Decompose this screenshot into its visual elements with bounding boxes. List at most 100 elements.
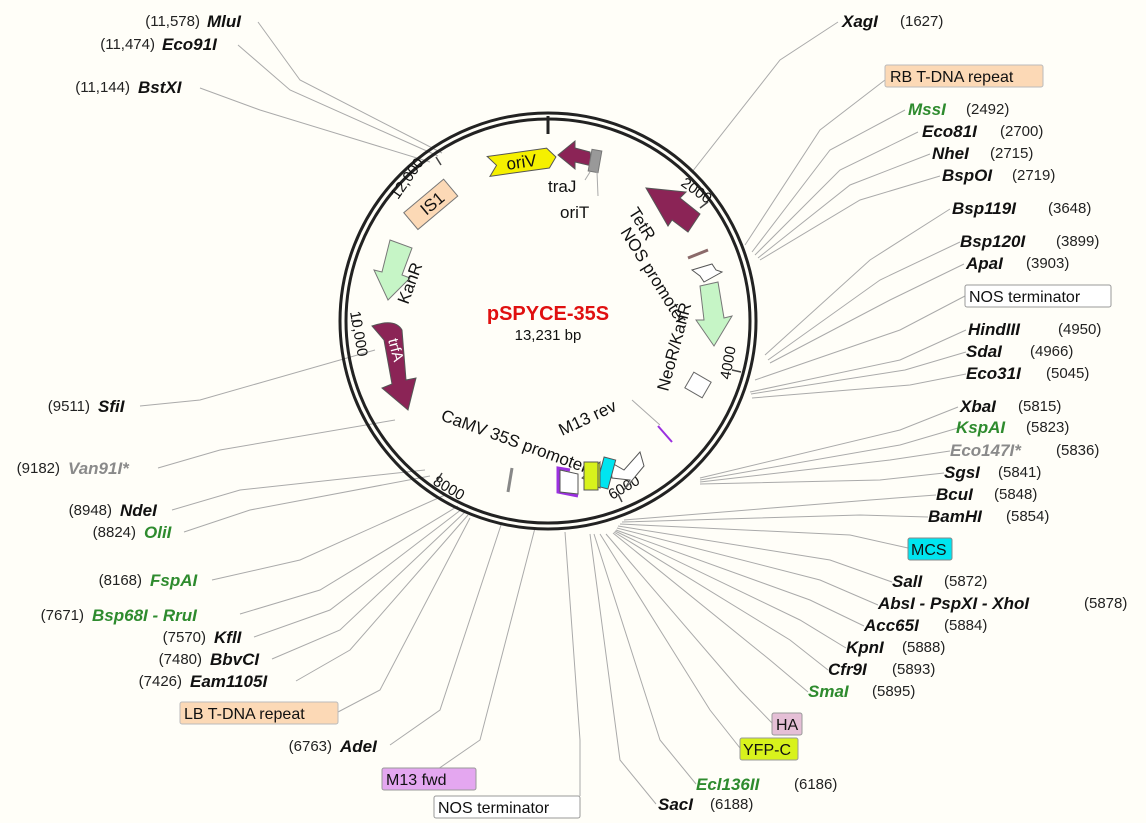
site-position: (2700)	[1000, 123, 1043, 140]
site-position: (5895)	[872, 683, 915, 700]
site-name: BamHI	[928, 507, 983, 526]
site-name: OliI	[144, 523, 173, 542]
site-eco91I[interactable]: (11,474) Eco91I	[100, 35, 218, 54]
traJ-arrow[interactable]	[557, 139, 593, 171]
site-adeI[interactable]: (6763) AdeI	[289, 737, 378, 756]
NeoR-arrow[interactable]	[695, 281, 734, 347]
box-mcs[interactable]: MCS	[907, 537, 953, 561]
oriT-marker[interactable]	[587, 148, 603, 174]
site-name: Bsp120I	[960, 232, 1026, 251]
site-name: Eco147I*	[950, 441, 1022, 460]
site-sgsI[interactable]: SgsI (5841)	[944, 463, 1041, 482]
site-bsp119I[interactable]: Bsp119I (3648)	[952, 199, 1091, 218]
NOS-terminator-bottom-box[interactable]	[559, 469, 579, 495]
site-kpnI[interactable]: KpnI (5888)	[846, 638, 945, 657]
site-sfiI[interactable]: (9511) SfiI	[48, 397, 126, 416]
box-nos-terminator-right[interactable]: NOS terminator	[964, 284, 1112, 308]
site-nheI[interactable]: NheI (2715)	[932, 144, 1033, 163]
site-name: SmaI	[808, 682, 850, 701]
site-van91I[interactable]: (9182) Van91I*	[17, 459, 131, 478]
site-name: SacI	[658, 795, 694, 814]
NOS-promoter-arrow[interactable]	[690, 263, 724, 283]
site-position: (3648)	[1048, 200, 1091, 217]
site-absI[interactable]: AbsI - PspXI - XhoI (5878)	[877, 594, 1127, 613]
site-eco31I[interactable]: Eco31I (5045)	[966, 364, 1089, 383]
site-eco147I[interactable]: Eco147I* (5836)	[950, 441, 1099, 460]
site-bsp68I[interactable]: (7671) Bsp68I - RruI	[41, 606, 198, 625]
site-fspAI[interactable]: (8168) FspAI	[99, 571, 199, 590]
site-name: SgsI	[944, 463, 981, 482]
site-eco81I[interactable]: Eco81I (2700)	[922, 122, 1043, 141]
site-ndeI[interactable]: (8948) NdeI	[69, 501, 158, 520]
trfA-arrow[interactable]	[371, 322, 417, 411]
site-position: (5836)	[1056, 442, 1099, 459]
KanR-arrow[interactable]	[373, 239, 413, 301]
site-name: BcuI	[936, 485, 974, 504]
site-salI[interactable]: SalI (5872)	[892, 572, 987, 591]
oriV-label: oriV	[505, 151, 538, 174]
site-name: Eco91I	[162, 35, 218, 54]
site-name: SfiI	[98, 397, 126, 416]
site-name: ApaI	[965, 254, 1004, 273]
site-ecl136II[interactable]: Ecl136II (6186)	[696, 775, 837, 794]
site-bbvCI[interactable]: (7480) BbvCI	[159, 650, 261, 669]
site-name: MssI	[908, 100, 947, 119]
site-sacI[interactable]: SacI (6188)	[658, 795, 753, 814]
site-sdaI[interactable]: SdaI (4966)	[966, 342, 1073, 361]
TetR-arrow[interactable]	[645, 187, 701, 233]
M13fwd-marker[interactable]	[556, 466, 579, 498]
site-bamHI[interactable]: BamHI (5854)	[928, 507, 1049, 526]
site-name: SdaI	[966, 342, 1003, 361]
site-kflI[interactable]: (7570) KflI	[163, 628, 243, 647]
site-position: (7671)	[41, 607, 84, 624]
site-xbaI[interactable]: XbaI (5815)	[959, 397, 1061, 416]
site-position: (2492)	[966, 101, 1009, 118]
site-bstXI[interactable]: (11,144) BstXI	[75, 78, 182, 97]
box-lb-tdna[interactable]: LB T-DNA repeat	[179, 701, 339, 725]
site-hindIII[interactable]: HindIII (4950)	[968, 320, 1101, 339]
box-label: YFP-C	[743, 742, 791, 759]
site-kspAI[interactable]: KspAI (5823)	[956, 418, 1069, 437]
site-bsp120I[interactable]: Bsp120I (3899)	[960, 232, 1099, 251]
box-label: NOS terminator	[438, 800, 550, 817]
site-name: KpnI	[846, 638, 885, 657]
box-yfp-c[interactable]: YFP-C	[739, 737, 799, 761]
box-label: HA	[776, 717, 799, 734]
site-position: (6188)	[710, 796, 753, 813]
site-apaI[interactable]: ApaI (3903)	[965, 254, 1069, 273]
site-name: BspOI	[942, 166, 993, 185]
oriV-feature[interactable]: oriV	[486, 147, 557, 177]
site-mluI[interactable]: (11,578) MluI	[145, 12, 242, 31]
site-name: BbvCI	[210, 650, 260, 669]
trfA-label: trfA	[384, 337, 406, 364]
site-position: (6763)	[289, 738, 332, 755]
site-position: (4966)	[1030, 343, 1073, 360]
site-bspOI[interactable]: BspOI (2719)	[942, 166, 1055, 185]
backbone-outer	[338, 111, 758, 531]
plasmid-name: pSPYCE-35S	[487, 303, 609, 325]
site-position: (3903)	[1026, 255, 1069, 272]
YFP-block[interactable]	[583, 461, 599, 491]
site-xagI[interactable]: XagI (1627)	[841, 12, 943, 31]
LB-marker[interactable]	[506, 467, 514, 493]
white-arrow[interactable]	[609, 450, 645, 491]
site-position: (5884)	[944, 617, 987, 634]
site-bcuI[interactable]: BcuI (5848)	[936, 485, 1037, 504]
NOS-terminator-box[interactable]	[684, 371, 712, 399]
M13rev-marker[interactable]	[657, 425, 673, 443]
site-name: Bsp68I - RruI	[92, 606, 198, 625]
site-mssI[interactable]: MssI (2492)	[908, 100, 1009, 119]
box-m13-fwd[interactable]: M13 fwd	[381, 767, 477, 791]
site-acc65I[interactable]: Acc65I (5884)	[863, 616, 987, 635]
site-oliI[interactable]: (8824) OliI	[93, 523, 173, 542]
site-name: FspAI	[150, 571, 199, 590]
box-nos-terminator-bottom[interactable]: NOS terminator	[433, 795, 581, 819]
site-name: BstXI	[138, 78, 183, 97]
site-position: (5815)	[1018, 398, 1061, 415]
site-cfr9I[interactable]: Cfr9I (5893)	[828, 660, 935, 679]
site-position: (5045)	[1046, 365, 1089, 382]
site-smaI[interactable]: SmaI (5895)	[808, 682, 915, 701]
box-rb-tdna[interactable]: RB T-DNA repeat	[884, 64, 1044, 88]
box-ha[interactable]: HA	[771, 712, 803, 736]
site-eam1105I[interactable]: (7426) Eam1105I	[139, 672, 269, 691]
